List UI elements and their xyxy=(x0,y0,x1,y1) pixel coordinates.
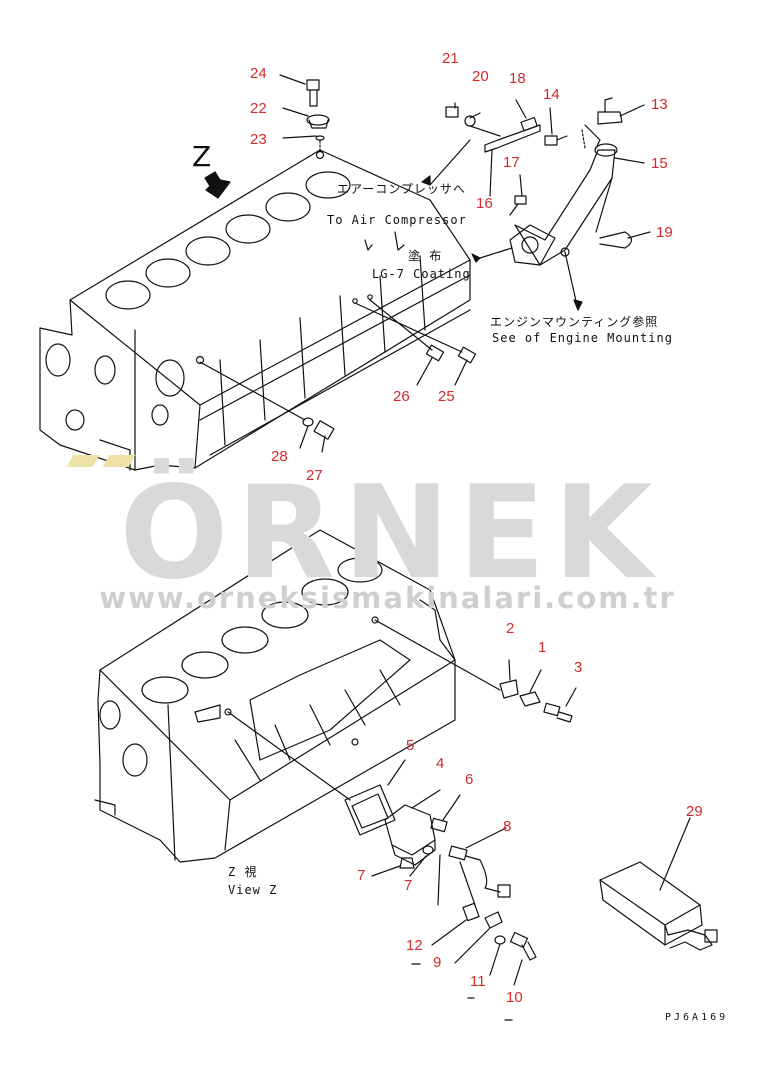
view-z-arrow-icon xyxy=(204,171,231,199)
part-13-cap xyxy=(597,111,623,125)
callout-28: 28 xyxy=(271,448,288,465)
callout-25: 25 xyxy=(438,388,455,405)
callout-22: 22 xyxy=(250,100,267,117)
callout-14: 14 xyxy=(543,86,560,103)
callout-20: 20 xyxy=(472,68,489,85)
part-3-bolt xyxy=(543,702,573,723)
note-coating-jp: 塗 布 xyxy=(408,249,443,263)
callout-4: 4 xyxy=(436,755,445,772)
note-mounting-jp: エンジンマウンティング参照 xyxy=(490,315,659,329)
callout-17: 17 xyxy=(503,154,520,171)
note-view-z-jp: Z 視 xyxy=(228,865,258,879)
part-8-sensor xyxy=(448,845,511,898)
callout-2: 2 xyxy=(506,620,515,637)
callout-1: 1 xyxy=(538,639,547,656)
part-17-bolt xyxy=(514,195,527,205)
note-coating-en: LG-7 Coating xyxy=(372,267,471,281)
callout-24: 24 xyxy=(250,65,267,82)
callout-23: 23 xyxy=(250,131,267,148)
part-16-bracket xyxy=(484,124,541,153)
part-26-plug xyxy=(425,344,445,362)
part-23-washer xyxy=(315,135,325,141)
callout-26: 26 xyxy=(393,388,410,405)
part-6-bolt xyxy=(430,817,448,833)
part-24-bolt xyxy=(306,79,320,107)
callout-3: 3 xyxy=(574,659,583,676)
note-mounting-en: See of Engine Mounting xyxy=(492,331,673,345)
callout-18: 18 xyxy=(509,70,526,87)
callout-12: 12 xyxy=(406,937,423,954)
upper-cylinder-block xyxy=(39,149,471,471)
part-11-washer xyxy=(494,935,506,945)
part-15-elbow-pipe xyxy=(514,143,618,266)
note-air-compressor-jp: エアーコンプレッサへ xyxy=(337,182,466,196)
callout-15: 15 xyxy=(651,155,668,172)
part-7-plug xyxy=(399,857,415,869)
part-27-plug xyxy=(313,420,335,440)
callout-13: 13 xyxy=(651,96,668,113)
part-22-plug xyxy=(306,114,330,129)
flange-gasket xyxy=(509,224,556,266)
callout-9: 9 xyxy=(433,954,442,971)
callout-7-left: 7 xyxy=(357,867,366,884)
part-7b-washer xyxy=(422,845,434,855)
callout-11: 11 xyxy=(470,973,486,990)
part-2-gasket xyxy=(499,679,519,699)
callout-27: 27 xyxy=(306,467,323,484)
part-1-block xyxy=(519,691,541,707)
note-air-compressor-en: To Air Compressor xyxy=(327,213,467,227)
callout-29: 29 xyxy=(686,803,703,820)
callout-7-right: 7 xyxy=(404,877,413,894)
part-14-bolt xyxy=(544,135,558,146)
lower-cylinder-block xyxy=(94,529,456,863)
callout-19: 19 xyxy=(656,224,673,241)
part-21-nut xyxy=(445,106,459,118)
callout-8: 8 xyxy=(503,818,512,835)
part-12-fitting xyxy=(462,902,480,922)
callout-10: 10 xyxy=(506,989,523,1006)
part-29-tool xyxy=(599,861,718,951)
part-9-clip xyxy=(484,911,503,929)
note-view-z-en: View Z xyxy=(228,883,278,897)
part-19-hose xyxy=(599,231,633,249)
callout-16: 16 xyxy=(476,195,493,212)
part-5-gasket xyxy=(344,784,396,836)
view-z-marker: Z xyxy=(192,140,212,173)
callout-5: 5 xyxy=(406,737,415,754)
drawing-code: PJ6A169 xyxy=(665,1012,729,1023)
callout-21: 21 xyxy=(442,50,459,67)
callout-6: 6 xyxy=(465,771,474,788)
part-10-bolt xyxy=(509,931,537,961)
